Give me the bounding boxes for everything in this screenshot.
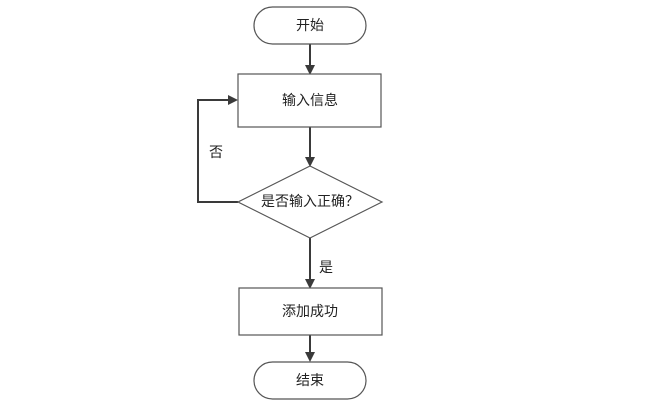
success-node: [238, 287, 383, 336]
input-node: [237, 73, 382, 128]
decision-node-label: 是否输入正确？: [261, 194, 359, 210]
input-node-label: 输入信息: [282, 92, 338, 109]
decision-node: [236, 165, 384, 239]
success-node-label: 添加成功: [282, 304, 338, 320]
end-node: [253, 361, 367, 400]
end-node-label: 结束: [296, 373, 324, 389]
yes-label: 是: [319, 260, 333, 276]
no-label: 否: [209, 145, 223, 161]
edge-decision-no-loop: [197, 95, 238, 203]
start-node: [253, 6, 367, 45]
start-node-label: 开始: [296, 18, 324, 34]
